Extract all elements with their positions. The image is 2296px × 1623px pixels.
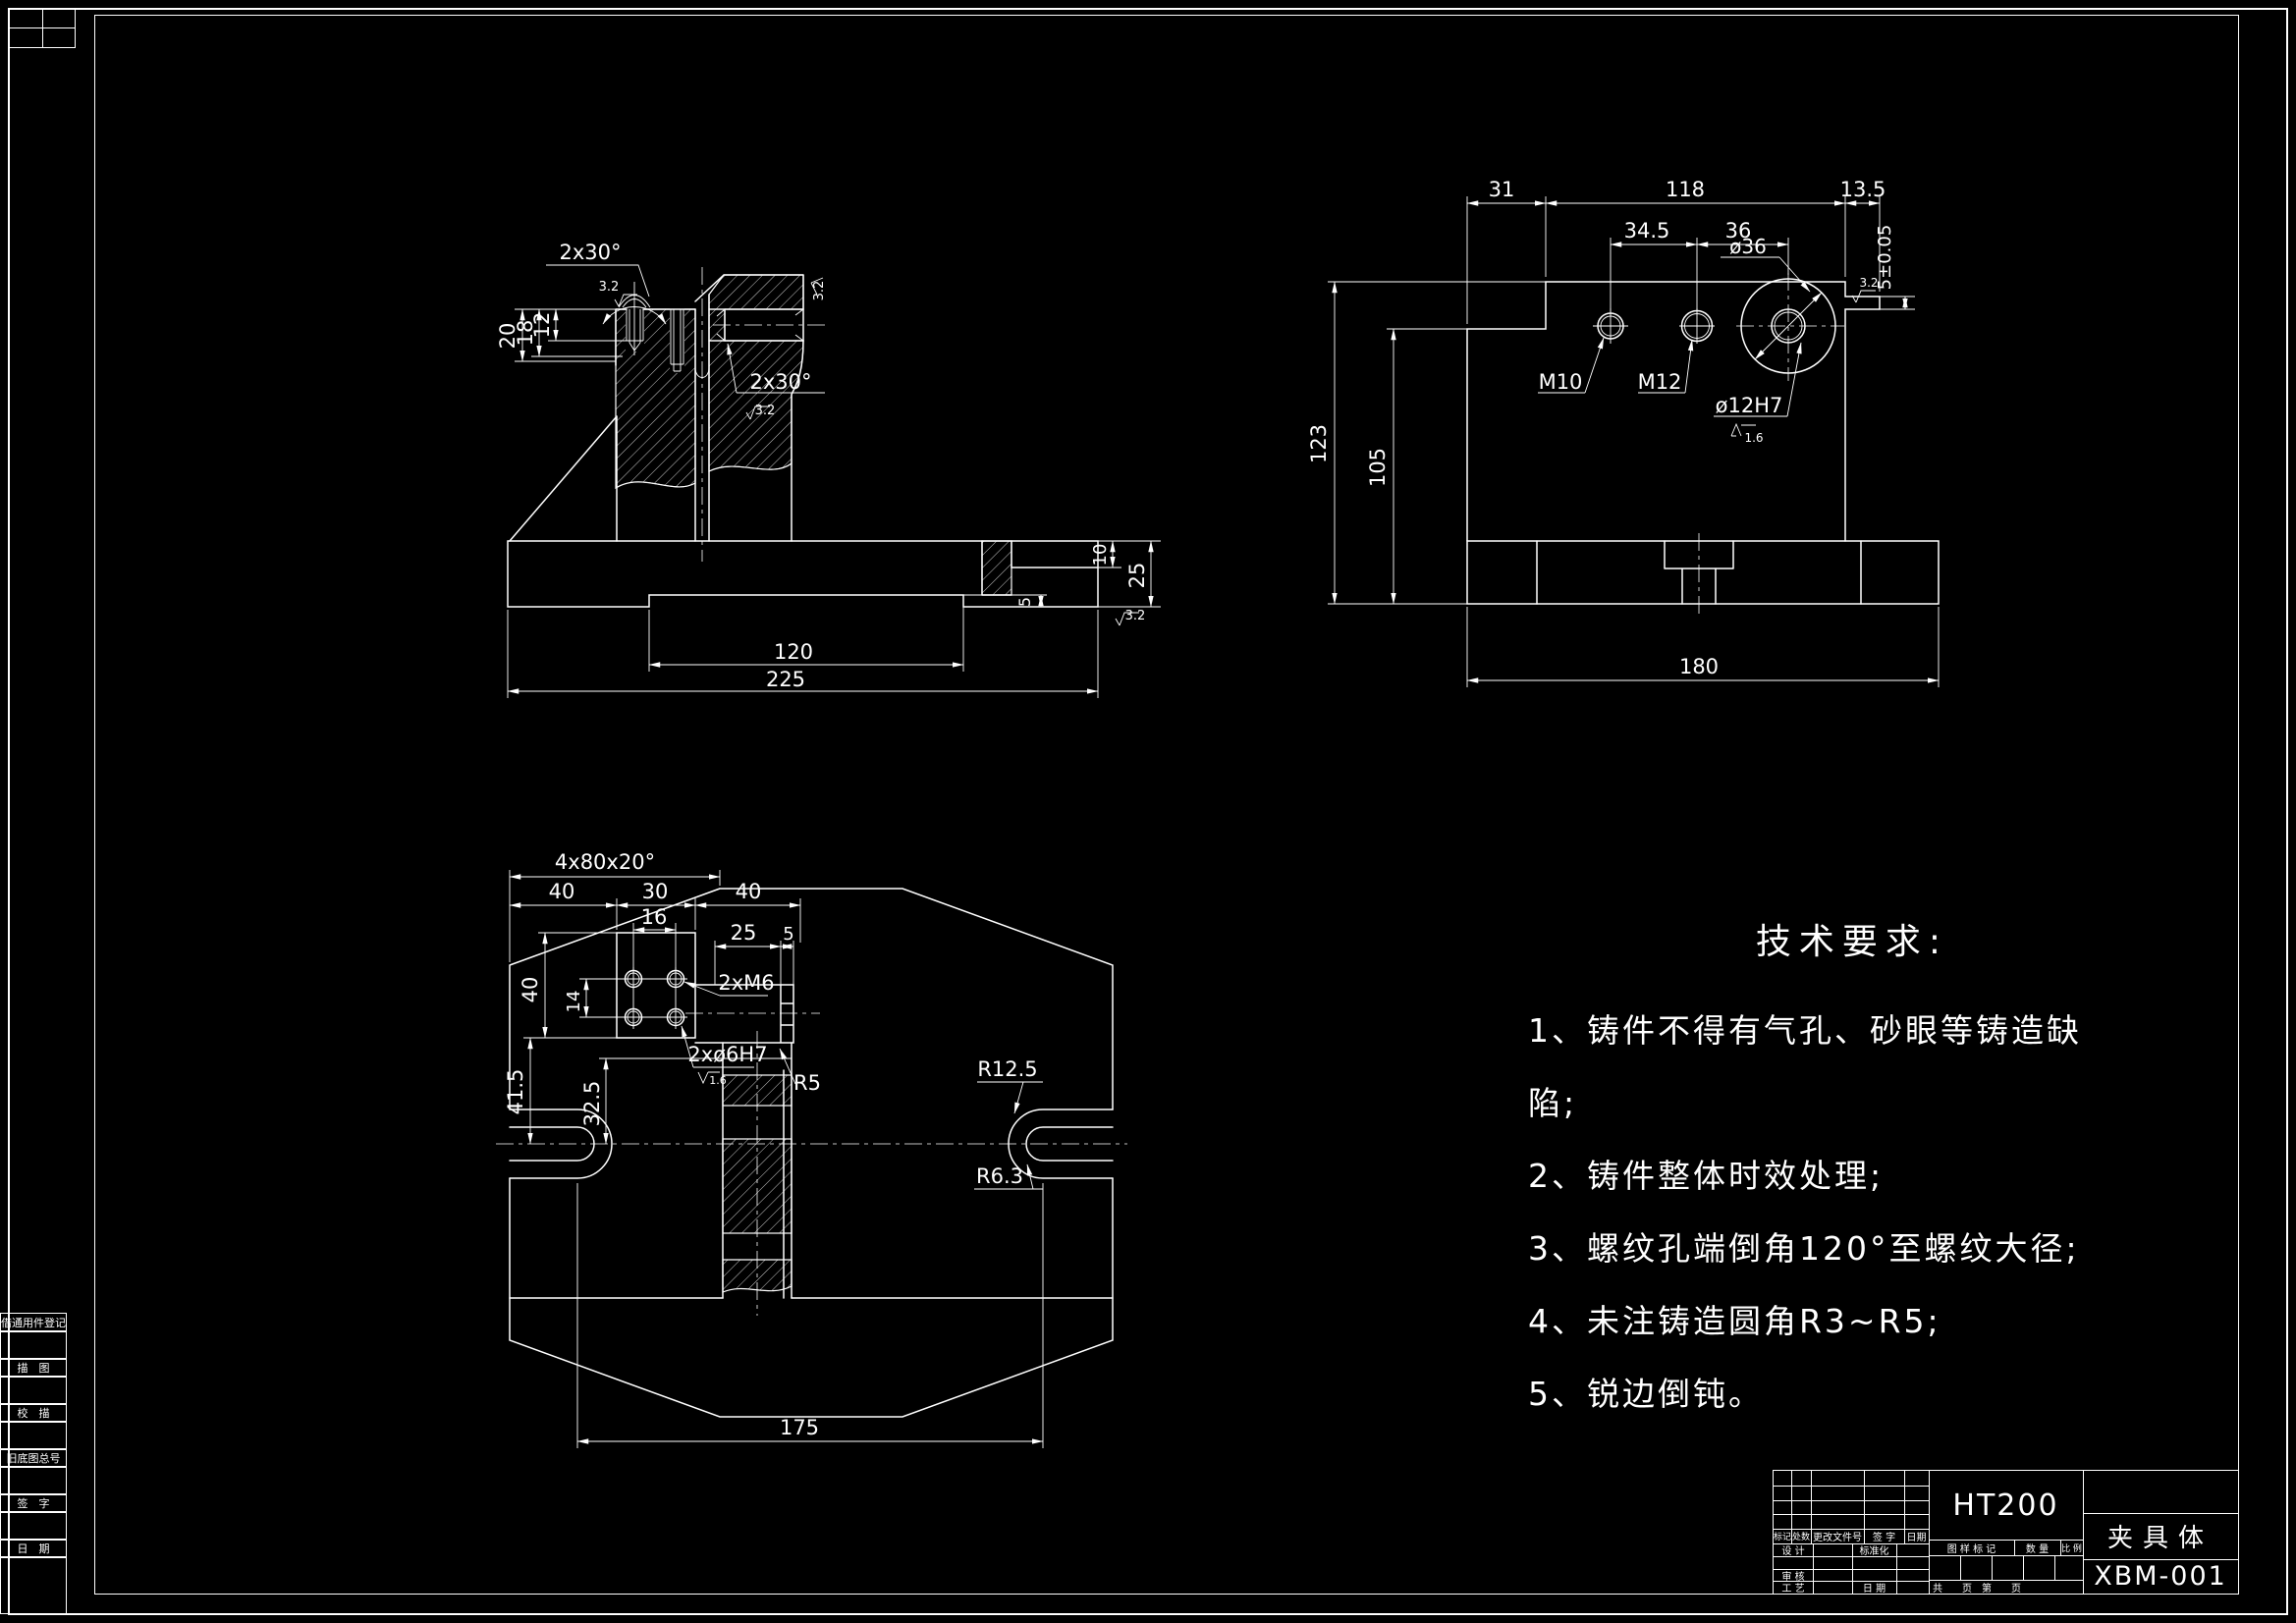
tech-req-line: 4、未注铸造圆角R3~R5; <box>1528 1302 1941 1340</box>
dim-label: 32.5 <box>580 1081 604 1127</box>
margin-label: 借通用件登记 <box>0 1313 67 1332</box>
dim-label: R6.3 <box>976 1164 1023 1188</box>
corner-grid <box>9 9 76 48</box>
margin-empty-box <box>0 1556 67 1614</box>
dim-label: ø36 <box>1729 235 1767 258</box>
dim-label: 120 <box>774 640 813 664</box>
dim-label: 25 <box>1125 563 1149 589</box>
dim-label: 20 <box>496 323 519 350</box>
label-date: 日 期 <box>1862 1584 1886 1595</box>
top-view: 4x80x20° 40 30 40 16 25 5 2xM6 2xø6H7 1.6 R5 40 14 41… <box>496 850 1127 1448</box>
margin-label: 签 字 <box>0 1493 67 1513</box>
material-spec: HT200 <box>1952 1488 2059 1523</box>
title-block: 标记 处数 更改文件号 签 字 日期 设 计 标准化 审 核 工 艺 日 期 H… <box>1773 1470 2239 1595</box>
dim-label: 2xM6 <box>718 971 774 995</box>
sheet-inner-frame <box>94 15 2239 1595</box>
drawing-number: XBM-001 <box>2094 1561 2227 1592</box>
dim-label: M10 <box>1539 370 1583 394</box>
margin-empty-box <box>0 1330 67 1360</box>
dim-label: 3.2 <box>1859 276 1878 290</box>
dim-label: 1.6 <box>1744 431 1763 445</box>
dim-label: 5±0.05 <box>1875 225 1895 291</box>
dim-label: 12 <box>530 312 554 339</box>
dim-label: 175 <box>780 1416 819 1439</box>
margin-empty-box <box>0 1376 67 1405</box>
dim-label: 25 <box>731 921 757 945</box>
dim-label: 180 <box>1679 655 1719 678</box>
margin-label: 描 图 <box>0 1358 67 1378</box>
margin-label: 旧底图总号 <box>0 1448 67 1468</box>
sheet-outer-border <box>8 8 2288 1615</box>
dim-label: 40 <box>549 880 575 903</box>
dim-label: 123 <box>1307 424 1331 463</box>
dim-label: 3.2 <box>812 281 827 301</box>
margin-empty-box <box>0 1421 67 1450</box>
dim-label: 13.5 <box>1840 178 1886 201</box>
dim-label: 2x30° <box>749 370 811 394</box>
dim-label: 2x30° <box>559 241 621 264</box>
dim-label: 14 <box>564 991 584 1013</box>
dim-label: 16 <box>641 905 668 929</box>
label-process: 工 艺 <box>1781 1584 1805 1595</box>
tech-req-line: 陷; <box>1528 1084 1578 1122</box>
rev-header-docno: 更改文件号 <box>1813 1533 1862 1543</box>
dim-label: 3.2 <box>1125 609 1146 623</box>
tech-req-line: 3、螺纹孔端倒角120°至螺纹大径; <box>1528 1229 2080 1268</box>
dim-label: 5 <box>1015 597 1034 607</box>
dim-label: R12.5 <box>977 1057 1037 1081</box>
part-name: 夹具体 <box>2106 1524 2214 1553</box>
dim-label: 118 <box>1666 178 1705 201</box>
dim-label: 3.2 <box>755 404 776 418</box>
dim-label: 41.5 <box>504 1069 527 1115</box>
tech-req-title: 技术要求: <box>1755 922 1949 962</box>
dim-label: 18 <box>514 320 537 347</box>
dim-label: 4x80x20° <box>555 850 655 874</box>
dim-label: 225 <box>766 668 805 691</box>
technical-requirements: 技术要求: 1、铸件不得有气孔、砂眼等铸造缺 陷; 2、铸件整体时效处理; 3、… <box>1528 913 2176 1428</box>
dim-label: 31 <box>1489 178 1515 201</box>
tech-req-line: 1、铸件不得有气孔、砂眼等铸造缺 <box>1528 1011 2082 1050</box>
rev-header-date: 日期 <box>1906 1533 1927 1543</box>
dim-label: 1.6 <box>709 1074 727 1087</box>
top-view-labels: 4x80x20° 40 30 40 16 25 5 2xM6 2xø6H7 1.6 R5 40 14 41… <box>504 850 1038 1439</box>
dim-label: 3.2 <box>599 280 620 295</box>
margin-empty-box <box>0 1466 67 1495</box>
label-qty: 数 量 <box>2025 1543 2050 1555</box>
tech-req-line: 5、锐边倒钝。 <box>1528 1375 1764 1413</box>
label-pages: 共 页 第 页 <box>1933 1583 2021 1595</box>
dim-label: 40 <box>519 977 542 1003</box>
margin-empty-box <box>0 1511 67 1541</box>
label-audit: 审 核 <box>1781 1571 1805 1583</box>
rev-header-sign: 签 字 <box>1872 1533 1896 1543</box>
rev-header-count: 处数 <box>1791 1533 1810 1542</box>
dim-label: M12 <box>1638 370 1682 394</box>
margin-label: 日 期 <box>0 1539 67 1558</box>
rev-header-mark: 标记 <box>1774 1533 1792 1542</box>
dim-label: 10 <box>1090 544 1111 567</box>
margin-label: 校 描 <box>0 1403 67 1423</box>
label-scale: 比 例 <box>2061 1543 2082 1554</box>
label-standardization: 标准化 <box>1859 1546 1889 1557</box>
dim-label: ø12H7 <box>1716 394 1783 417</box>
label-design: 设 计 <box>1781 1546 1805 1557</box>
dim-label: 30 <box>642 880 669 903</box>
tech-req-line: 2、铸件整体时效处理; <box>1528 1157 1885 1195</box>
dim-label: 2xø6H7 <box>687 1043 767 1066</box>
dim-label: 40 <box>736 880 762 903</box>
dim-label: R5 <box>793 1071 821 1095</box>
dim-label: 105 <box>1366 448 1390 487</box>
dim-label: 34.5 <box>1624 219 1670 243</box>
dim-label: 5 <box>783 924 793 945</box>
label-stamp: 图 样 标 记 <box>1946 1543 1996 1555</box>
dim-label: 36 <box>1725 219 1752 243</box>
